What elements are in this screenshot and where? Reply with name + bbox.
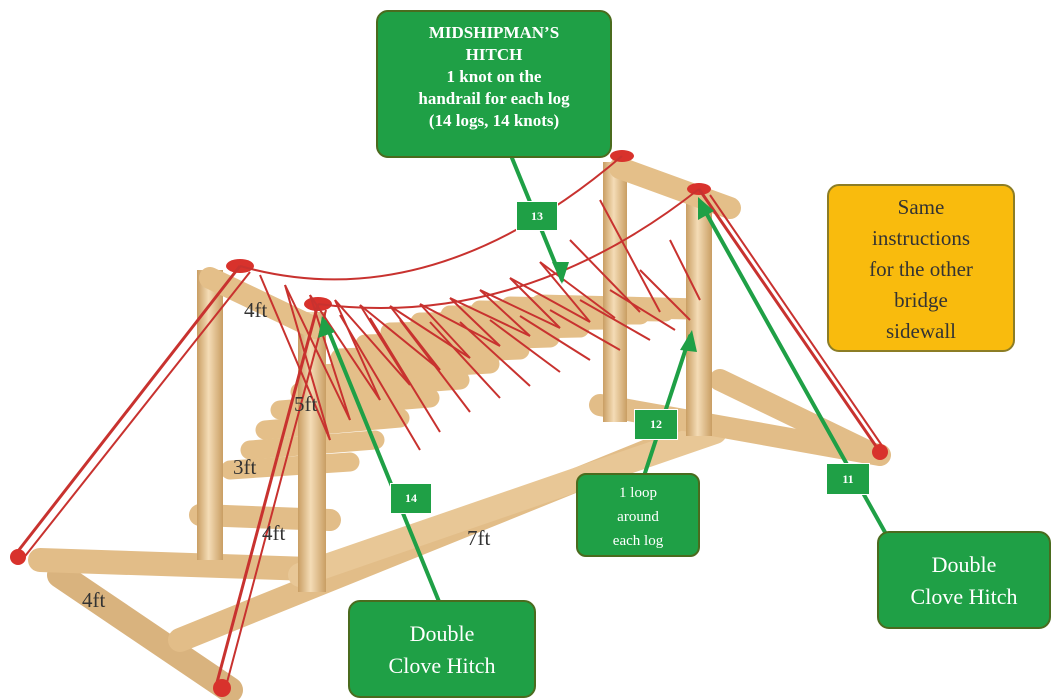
- callout-text-line: bridge: [894, 288, 948, 312]
- dimension-step-4ft: 4ft: [262, 521, 286, 545]
- callout-text-line: each log: [612, 533, 664, 549]
- callout-text-line: instructions: [872, 226, 970, 250]
- midshipmans-hitch-callout: MIDSHIPMAN’S HITCH 1 knot on the handrai…: [376, 10, 612, 158]
- callout-text-line: Double: [409, 621, 475, 646]
- callout-text-line: sidewall: [886, 319, 956, 343]
- callout-text-line: for the other: [869, 257, 973, 281]
- step-14-badge: 14: [390, 483, 432, 514]
- same-instructions-callout: Same instructions for the other bridge s…: [827, 184, 1015, 352]
- callout-text-line: 1 knot on the: [446, 67, 542, 86]
- callout-title-line: HITCH: [465, 45, 523, 64]
- step-13-badge: 13: [516, 201, 558, 231]
- callout-text-line: Double: [931, 552, 997, 577]
- callout-text-line: handrail for each log: [418, 89, 570, 108]
- dimension-base-width: 4ft: [82, 588, 106, 612]
- step-12-badge: 12: [634, 409, 678, 440]
- pointer-arrowheads: [318, 197, 714, 352]
- loop-around-log-callout: 1 loop around each log: [576, 473, 700, 557]
- callout-text-line: 1 loop: [619, 485, 657, 501]
- callout-text-line: Same: [897, 195, 945, 219]
- callout-text-line: around: [617, 509, 659, 525]
- step-11-badge: 11: [826, 463, 870, 495]
- double-clove-hitch-right-callout: Double Clove Hitch: [877, 531, 1051, 629]
- rope-netting: [13, 155, 886, 691]
- callout-text-line: (14 logs, 14 knots): [428, 111, 560, 130]
- dimension-base-length: 7ft: [467, 526, 491, 550]
- callout-text-line: Clove Hitch: [388, 653, 496, 678]
- callout-text-line: Clove Hitch: [910, 584, 1018, 609]
- callout-title-line: MIDSHIPMAN’S: [428, 23, 560, 42]
- rope-anchors: [10, 444, 888, 697]
- dimension-post-height: 5ft: [294, 392, 318, 416]
- dimension-post-top: 4ft: [244, 298, 268, 322]
- dimension-step-3ft: 3ft: [233, 455, 257, 479]
- double-clove-hitch-left-callout: Double Clove Hitch: [348, 600, 536, 698]
